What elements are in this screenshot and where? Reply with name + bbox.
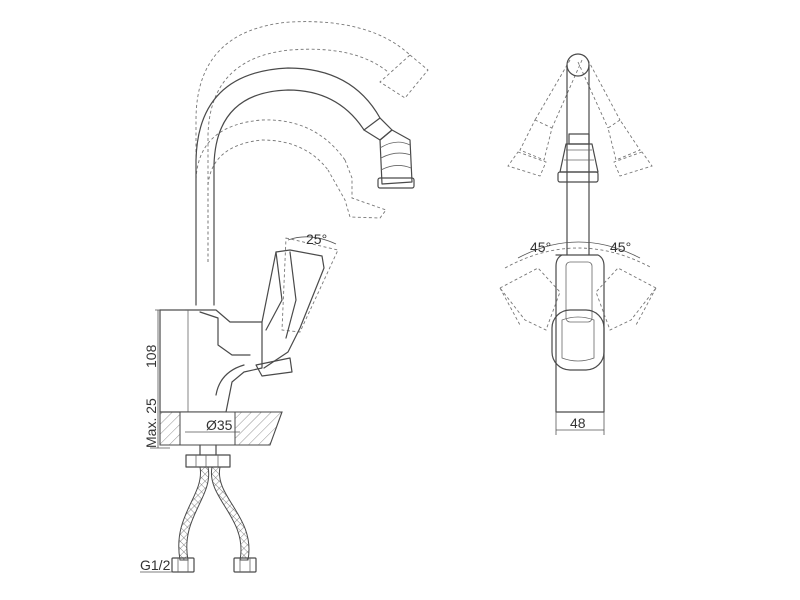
- left-angle-label: 45°: [530, 239, 551, 255]
- handle-rotation-positions: [499, 247, 657, 331]
- mounting-nut: [185, 444, 231, 468]
- countertop-section: [159, 411, 283, 446]
- handle-angle-label: 25°: [306, 231, 327, 247]
- faucet-body: [159, 309, 263, 413]
- main-spout: [195, 67, 415, 306]
- side-view: 108 Max. 25 Ø35 G1/2 25°: [140, 21, 429, 573]
- max-height-dimension-label: Max. 25: [143, 398, 159, 448]
- handle-front: [551, 309, 605, 371]
- right-angle-label: 45°: [610, 239, 631, 255]
- front-dimensions: [517, 241, 641, 435]
- front-view: 45° 45° 48: [499, 53, 657, 435]
- spout-front: [557, 53, 599, 256]
- body-front: [555, 254, 605, 413]
- spout-alternate-positions: [195, 21, 429, 333]
- width-dimension-label: 48: [570, 415, 586, 431]
- lever-handle: [255, 249, 325, 377]
- side-dimensions: [140, 236, 337, 573]
- thread-size-label: G1/2: [140, 557, 171, 573]
- diameter-dimension-label: Ø35: [206, 417, 233, 433]
- spout-rotation-positions: [507, 59, 653, 177]
- braided-hoses: [171, 466, 257, 573]
- height-dimension-label: 108: [143, 344, 159, 368]
